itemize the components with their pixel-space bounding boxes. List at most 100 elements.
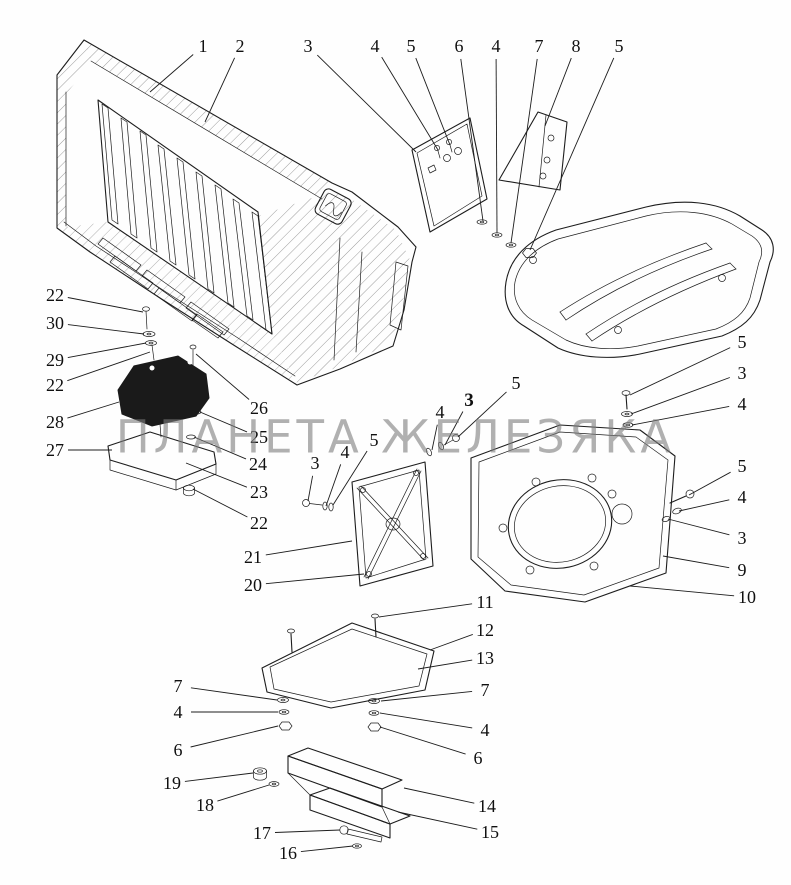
leader-line-28 <box>67 401 120 419</box>
line-art-shape <box>559 242 713 321</box>
line-art-shape <box>454 147 462 155</box>
part-number-10: 10 <box>738 587 756 607</box>
leader-line-8 <box>544 57 572 127</box>
line-art-shape <box>287 755 383 808</box>
part-number-17: 17 <box>253 823 271 843</box>
line-art-shape <box>269 628 428 703</box>
leader-line-7 <box>190 687 278 701</box>
line-art-shape <box>504 201 774 358</box>
line-art-shape <box>258 192 410 383</box>
line-art-shape <box>498 111 568 191</box>
part-number-12: 12 <box>476 620 494 640</box>
line-art-shape <box>505 242 517 248</box>
line-art-shape <box>529 256 537 264</box>
part-number-24: 24 <box>249 454 267 474</box>
leader-line-1 <box>149 54 194 93</box>
part-number-29: 29 <box>46 350 64 370</box>
line-art-shape <box>358 469 427 579</box>
line-art-shape <box>287 772 391 825</box>
line-art-shape <box>443 154 451 162</box>
line-art-shape <box>476 219 488 225</box>
spacer <box>186 434 196 440</box>
line-art-shape <box>360 487 366 493</box>
washer <box>368 698 380 704</box>
line-art-shape <box>287 747 403 790</box>
part-number-5: 5 <box>615 36 624 56</box>
leader-line-4 <box>325 464 342 507</box>
line-art-shape <box>371 711 377 715</box>
part-number-4: 4 <box>436 402 445 422</box>
part-number-7: 7 <box>535 36 544 56</box>
line-art-shape <box>363 468 422 580</box>
line-art-shape <box>57 222 297 385</box>
washer <box>672 507 682 515</box>
part-number-4: 4 <box>341 442 350 462</box>
leader-line-11 <box>378 603 473 618</box>
bolt-shaft <box>346 828 383 843</box>
part-number-3: 3 <box>304 36 313 56</box>
line-art-shape <box>351 461 434 587</box>
leader-line-18 <box>217 784 270 802</box>
leader-line-6 <box>460 58 484 222</box>
part-number-4: 4 <box>738 487 747 507</box>
bolt-head <box>302 499 310 507</box>
part-number-6: 6 <box>474 748 483 768</box>
leader-line-16 <box>300 845 354 853</box>
part-number-26: 26 <box>250 398 268 418</box>
part-number-15: 15 <box>481 822 499 842</box>
floor-panel <box>261 613 435 732</box>
line-art-shape <box>494 233 500 237</box>
part-number-4: 4 <box>738 394 747 414</box>
part-number-2: 2 <box>236 36 245 56</box>
leader-line-6 <box>379 726 466 755</box>
front-grille-panel <box>56 39 417 386</box>
part-number-5: 5 <box>738 332 747 352</box>
line-art-shape <box>389 261 409 331</box>
leader-line-20 <box>265 573 365 585</box>
line-art-shape <box>148 341 154 345</box>
part-number-28: 28 <box>46 412 64 432</box>
cover-panel <box>504 201 774 358</box>
line-art-shape <box>427 164 437 174</box>
part-number-1: 1 <box>199 36 208 56</box>
line-art-shape <box>513 211 762 350</box>
leader-line-5 <box>457 391 507 438</box>
part-number-16: 16 <box>279 843 297 863</box>
washer <box>145 340 157 346</box>
plate-fastener-stack <box>476 219 537 258</box>
washer <box>621 411 633 417</box>
leader-line-9 <box>662 555 730 569</box>
brand-logo-icon <box>314 188 352 225</box>
part-number-11: 11 <box>476 592 493 612</box>
leader-line-4 <box>495 58 498 234</box>
part-number-18: 18 <box>196 795 214 815</box>
leader-line-19 <box>184 772 254 782</box>
leader-line-3 <box>316 54 417 153</box>
leader-line-24 <box>193 436 247 460</box>
line-art-shape <box>539 172 547 180</box>
leader-line-5 <box>629 347 731 396</box>
leader-line-4 <box>631 405 730 426</box>
washer <box>142 331 156 337</box>
leader-line-4 <box>381 56 439 151</box>
upper-bracket <box>498 111 568 191</box>
line-art-shape <box>371 699 377 703</box>
line-art-shape <box>718 274 726 282</box>
line-art-shape <box>314 188 352 225</box>
part-number-3: 3 <box>464 390 474 411</box>
washer <box>438 441 444 451</box>
bolt-head <box>142 306 150 312</box>
line-art-shape <box>589 561 599 571</box>
part-number-6: 6 <box>455 36 464 56</box>
washer <box>661 516 671 522</box>
leader-line-17 <box>274 829 341 833</box>
part-number-4: 4 <box>492 36 501 56</box>
leader-line-22 <box>67 351 151 382</box>
line-art-shape <box>309 787 411 825</box>
leader-line-5 <box>529 57 615 251</box>
line-art-shape <box>280 698 286 702</box>
line-art-shape <box>257 769 263 773</box>
part-number-19: 19 <box>163 773 181 793</box>
